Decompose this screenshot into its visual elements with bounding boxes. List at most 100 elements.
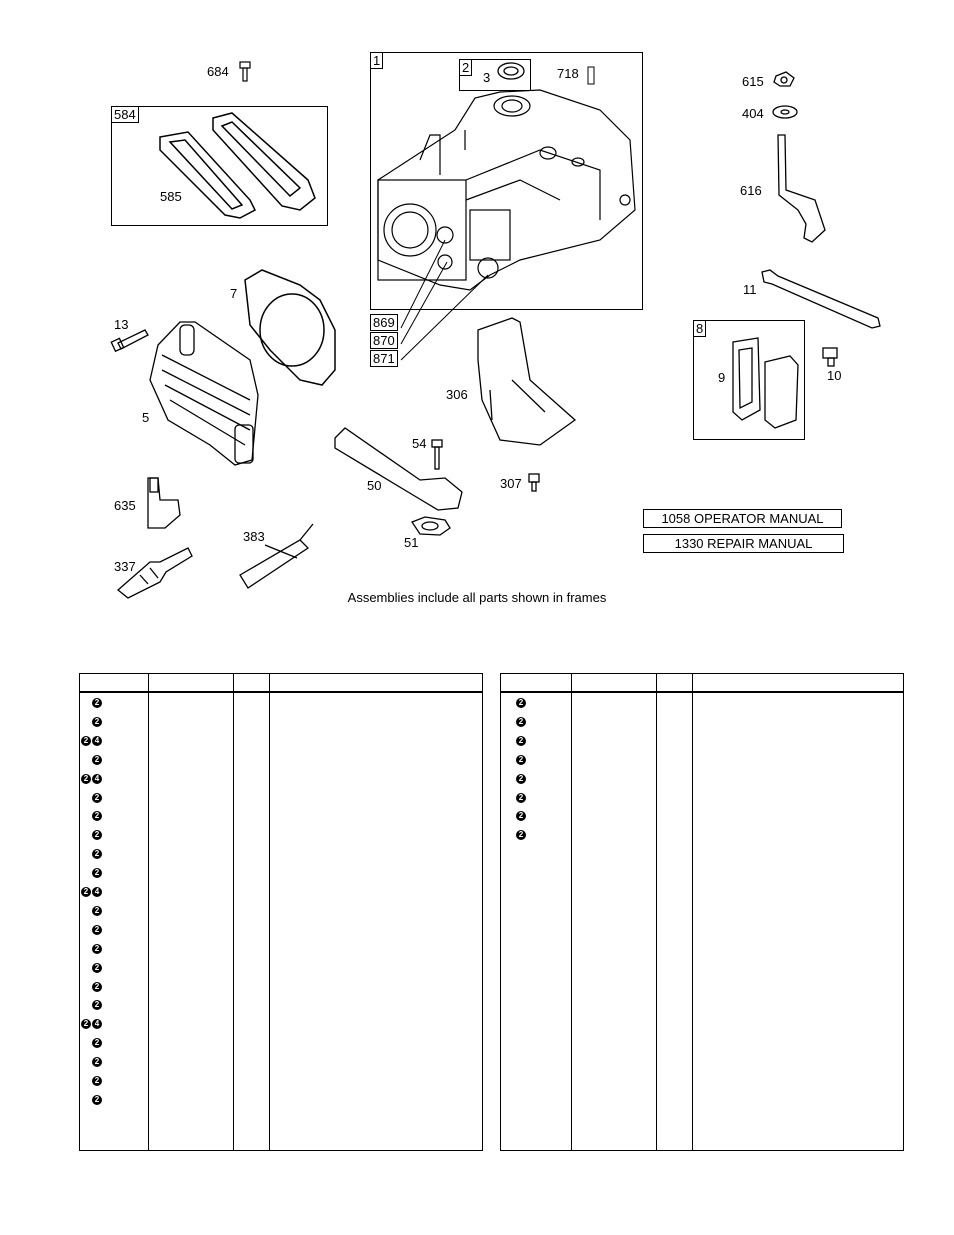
- footnote-marker-icon: 2: [92, 1000, 102, 1011]
- footnote-marker-icon: 2: [92, 830, 102, 841]
- screw-10-icon: [822, 347, 838, 367]
- part-label-10: 10: [827, 368, 842, 383]
- tube-11-icon: [761, 269, 881, 329]
- table-row: 2: [80, 695, 148, 714]
- footnote-marker-icon: 2: [516, 773, 526, 784]
- shield-306-icon: [477, 317, 577, 446]
- footnote-marker-icon: 2: [92, 981, 102, 992]
- footnote-marker-icon: 2: [92, 811, 102, 822]
- table-row: 2: [501, 790, 569, 809]
- operator-manual-label: 1058 OPERATOR MANUAL: [643, 509, 842, 528]
- footnote-marker-icon: 4: [92, 773, 102, 784]
- screw-307-icon: [528, 473, 540, 492]
- part-label-50: 50: [367, 478, 382, 493]
- table-row: 2: [80, 865, 148, 884]
- leader-lines: [400, 239, 489, 361]
- table-header: [501, 674, 903, 693]
- part-label-718: 718: [557, 66, 579, 81]
- nut-615-icon: [773, 71, 795, 87]
- wrench-383-icon: [239, 523, 314, 589]
- table-row: 2: [501, 827, 569, 846]
- table-row: 2: [501, 771, 569, 790]
- part-label-337: 337: [114, 559, 136, 574]
- spark-plug-cap-635-icon: [147, 477, 181, 529]
- part-label-584: 584: [111, 106, 139, 123]
- gasket-585-icon: [159, 112, 316, 219]
- footnote-marker-icon: 2: [92, 962, 102, 973]
- table-row: 2: [80, 1073, 148, 1092]
- repair-manual-label: 1330 REPAIR MANUAL: [643, 534, 844, 553]
- footnote-marker-icon: 2: [92, 1038, 102, 1049]
- frame-584: [111, 106, 328, 226]
- footnote-marker-icon: 2: [81, 887, 91, 897]
- footnote-marker-icon: 2: [92, 1057, 102, 1068]
- part-label-2: 2: [459, 59, 473, 76]
- footnote-marker-icon: 2: [92, 849, 102, 860]
- footnote-marker-icon: 2: [92, 868, 102, 879]
- frame-8: [693, 320, 805, 440]
- part-label-1: 1: [370, 52, 384, 69]
- bolt-684-icon: [239, 61, 251, 82]
- footnote-marker-icon: 2: [516, 830, 526, 841]
- part-label-7: 7: [230, 286, 238, 301]
- table-row: 2: [501, 733, 569, 752]
- cylinder-head-5-icon: [149, 321, 259, 466]
- table-row: 2: [80, 1035, 148, 1054]
- part-label-869: 869: [370, 314, 398, 331]
- footnote-marker-icon: 2: [92, 943, 102, 954]
- footnote-marker-icon: 4: [92, 735, 102, 746]
- footnote-marker-icon: 2: [516, 811, 526, 822]
- part-label-870: 870: [370, 332, 398, 349]
- part-label-9: 9: [718, 370, 726, 385]
- footnote-marker-icon: 2: [516, 716, 526, 727]
- table-row: 2: [80, 903, 148, 922]
- footnote-marker-icon: 2: [92, 792, 102, 803]
- table-row: 2: [80, 827, 148, 846]
- parts-diagram: 684 584 585 1 2 3 718 615 404 616 11 8 9…: [110, 52, 881, 605]
- part-label-684: 684: [207, 64, 229, 79]
- table-row: 2: [80, 979, 148, 998]
- caption: Assemblies include all parts shown in fr…: [347, 590, 607, 605]
- part-label-615: 615: [742, 74, 764, 89]
- part-label-3: 3: [483, 70, 491, 85]
- table-row: 2: [501, 752, 569, 771]
- footnote-marker-icon: 2: [92, 698, 102, 708]
- seal-3-icon: [497, 62, 525, 80]
- crankcase-icon: [377, 89, 636, 291]
- part-label-306: 306: [446, 387, 468, 402]
- table-row: 2: [80, 1054, 148, 1073]
- part-label-51: 51: [404, 535, 419, 550]
- part-label-871: 871: [370, 350, 398, 367]
- part-label-585: 585: [160, 189, 182, 204]
- table-row: 2: [501, 808, 569, 827]
- table-row: 2: [80, 922, 148, 941]
- table-row: 2: [80, 941, 148, 960]
- footnote-marker-icon: 2: [92, 905, 102, 916]
- table-row: 2: [80, 808, 148, 827]
- table-row: 2: [501, 714, 569, 733]
- screw-54-icon: [431, 439, 443, 470]
- bolt-13-icon: [110, 329, 149, 353]
- frame-1: [370, 52, 643, 310]
- table-row: 2: [80, 960, 148, 979]
- part-label-13: 13: [114, 317, 129, 332]
- footnote-marker-icon: 2: [81, 735, 91, 746]
- part-label-383: 383: [243, 529, 265, 544]
- footnote-marker-icon: 2: [81, 773, 91, 784]
- table-row: 2: [80, 714, 148, 733]
- footnote-marker-icon: 2: [81, 1019, 91, 1030]
- footnote-marker-icon: 2: [92, 924, 102, 935]
- lever-616-icon: [777, 134, 826, 243]
- part-label-5: 5: [142, 410, 150, 425]
- part-label-8: 8: [693, 320, 707, 337]
- footnote-marker-icon: 2: [92, 754, 102, 765]
- part-label-54: 54: [412, 436, 427, 451]
- spark-plug-337-icon: [116, 547, 193, 599]
- part-label-616: 616: [740, 183, 762, 198]
